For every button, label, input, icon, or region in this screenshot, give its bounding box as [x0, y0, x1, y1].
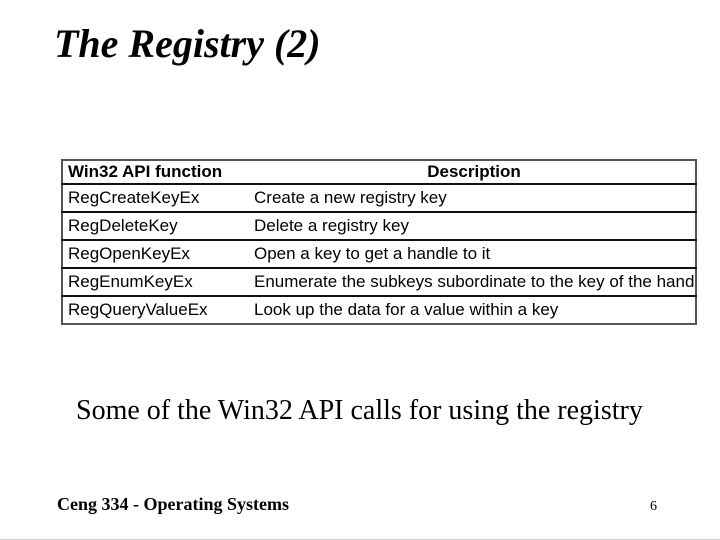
table-row: RegCreateKeyEx Create a new registry key: [62, 183, 696, 212]
description-cell: Delete a registry key: [249, 211, 696, 240]
table-header-description: Description: [427, 162, 521, 181]
slide-title: The Registry (2): [54, 21, 321, 66]
api-function-cell: RegQueryValueEx: [62, 295, 249, 324]
table-row: RegEnumKeyEx Enumerate the subkeys subor…: [62, 267, 696, 296]
slide-caption: Some of the Win32 API calls for using th…: [76, 395, 643, 426]
page-number: 6: [650, 499, 657, 514]
table-header-function: Win32 API function: [68, 162, 223, 181]
api-function-cell: RegOpenKeyEx: [62, 239, 249, 268]
description-cell: Enumerate the subkeys subordinate to the…: [249, 267, 696, 296]
table-row: RegQueryValueEx Look up the data for a v…: [62, 295, 696, 324]
api-function-cell: RegEnumKeyEx: [62, 267, 249, 296]
description-cell: Create a new registry key: [249, 183, 696, 212]
description-cell: Open a key to get a handle to it: [249, 239, 696, 268]
api-function-cell: RegCreateKeyEx: [62, 183, 249, 212]
description-cell: Look up the data for a value within a ke…: [249, 295, 696, 324]
footer-course: Ceng 334 - Operating Systems: [57, 494, 289, 514]
api-function-cell: RegDeleteKey: [62, 211, 249, 240]
table-row: RegDeleteKey Delete a registry key: [62, 211, 696, 240]
table-row: RegOpenKeyEx Open a key to get a handle …: [62, 239, 696, 268]
api-table: Win32 API function Description RegCreate…: [61, 159, 697, 325]
table-header-row: Win32 API function Description: [62, 160, 696, 184]
